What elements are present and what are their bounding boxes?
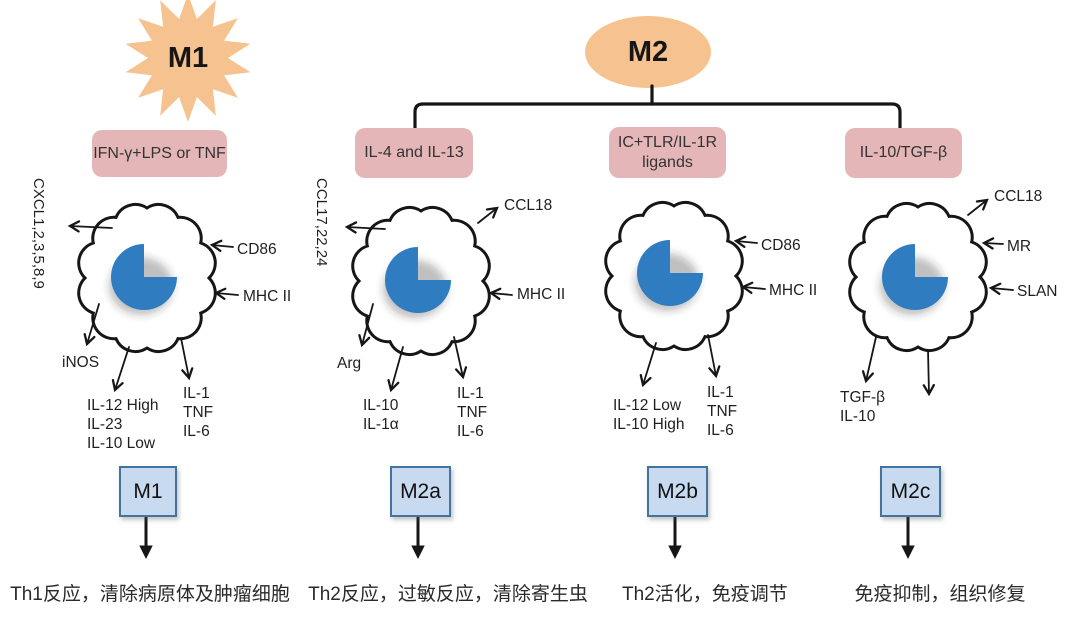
arrow-cd86-m2b bbox=[733, 235, 758, 248]
subtype-box-m1: M1 bbox=[119, 466, 177, 517]
arrow-mr-m2c bbox=[981, 237, 1004, 250]
cytokine-label-inflammatory-m1: IL-1 TNF IL-6 bbox=[183, 385, 214, 440]
enzyme-label-inos-m1: iNOS bbox=[62, 354, 100, 371]
arrow-secretion-m2c bbox=[922, 349, 935, 397]
macrophage-cell-icon-m2a bbox=[351, 205, 491, 357]
arrow-il10-m2a bbox=[387, 346, 404, 393]
stimulus-box-m2a: IL-4 and IL-13 bbox=[355, 128, 473, 178]
m2-group-title: M2 bbox=[627, 36, 669, 68]
arrow-il1-m1 bbox=[180, 337, 194, 381]
marker-label-mhc2-m2b: MHC II bbox=[769, 282, 818, 299]
outcome-text-m2a: Th2反应，过敏反应，清除寄生虫 bbox=[308, 584, 588, 605]
chemokine-label-ccl-m2a: CCL17,22,24 bbox=[313, 178, 330, 267]
m2-branch-bracket bbox=[413, 84, 902, 130]
macrophage-cell-icon-m2b bbox=[604, 200, 744, 352]
marker-label-cd86-m1: CD86 bbox=[237, 241, 277, 258]
arrow-tgfb-m2c bbox=[861, 336, 877, 384]
arrow-il12-m1 bbox=[111, 346, 130, 393]
stimulus-box-m2c: IL-10/TGF-β bbox=[845, 128, 962, 178]
arrow-inos-m1 bbox=[83, 303, 100, 347]
cytokine-label-primary-m2b: IL-12 Low IL-10 High bbox=[613, 397, 685, 433]
marker-label-mhc2-m1: MHC II bbox=[243, 288, 292, 305]
subtype-box-m2b: M2b bbox=[647, 466, 708, 517]
marker-label-mr-m2c: MR bbox=[1007, 238, 1032, 255]
stimulus-box-m1: IFN-γ+LPS or TNF bbox=[92, 130, 227, 177]
marker-label-cd86-m2b: CD86 bbox=[761, 237, 801, 254]
cytokine-label-inflammatory-m2b: IL-1 TNF IL-6 bbox=[707, 384, 738, 439]
arrow-ccl18-m2c bbox=[967, 198, 989, 216]
subtype-box-m2c: M2c bbox=[880, 466, 941, 517]
cytokine-label-inflammatory-m2a: IL-1 TNF IL-6 bbox=[457, 385, 488, 440]
outcome-text-m1: Th1反应，清除病原体及肿瘤细胞 bbox=[10, 584, 290, 605]
arrow-il1-m2a bbox=[453, 336, 468, 380]
chemokine-label-ccl18-m2c: CCL18 bbox=[994, 188, 1043, 205]
m1-starburst-icon bbox=[125, 0, 251, 122]
arrow-mhc2-m1 bbox=[213, 287, 239, 300]
arrow-cxcl-m1 bbox=[67, 220, 113, 233]
outcome-text-m2c: 免疫抑制，组织修复 bbox=[854, 584, 1026, 605]
chemokine-label-cxcl-m1: CXCL1,2,3,5,8,9 bbox=[30, 178, 47, 289]
outcome-text-m2b: Th2活化，免疫调节 bbox=[622, 584, 788, 605]
arrow-il12-m2b bbox=[639, 342, 657, 388]
arrow-il1-m2b bbox=[707, 334, 721, 379]
arrow-mhc2-m2a bbox=[488, 287, 513, 300]
arrow-ccl18-m2a bbox=[477, 206, 499, 224]
m2-ellipse-icon bbox=[585, 16, 711, 88]
enzyme-label-arg-m2a: Arg bbox=[337, 355, 362, 372]
marker-label-slan-m2c: SLAN bbox=[1017, 283, 1058, 300]
stimulus-box-m2b: IC+TLR/IL-1R ligands bbox=[609, 127, 726, 178]
arrow-cd86-m1 bbox=[209, 239, 234, 252]
subtype-box-m2a: M2a bbox=[390, 466, 451, 517]
outcome-arrows bbox=[139, 516, 915, 559]
cytokine-label-primary-m2c: TGF-β IL-10 bbox=[840, 389, 886, 425]
chemokine-label-ccl18-m2a: CCL18 bbox=[504, 197, 553, 214]
m1-group-title: M1 bbox=[167, 42, 209, 74]
arrow-ccl17-m2a bbox=[344, 221, 386, 234]
cytokine-label-primary-m2a: IL-10 IL-1α bbox=[363, 397, 399, 433]
annotation-arrows bbox=[67, 198, 1014, 397]
cytokine-label-primary-m1: IL-12 High IL-23 IL-10 Low bbox=[87, 397, 159, 452]
arrow-arg-m2a bbox=[358, 303, 374, 348]
macrophage-cell-icon-m2c bbox=[848, 201, 988, 353]
marker-label-mhc2-m2a: MHC II bbox=[517, 286, 566, 303]
arrow-mhc2-m2b bbox=[740, 281, 766, 294]
arrow-slan-m2c bbox=[988, 282, 1014, 295]
